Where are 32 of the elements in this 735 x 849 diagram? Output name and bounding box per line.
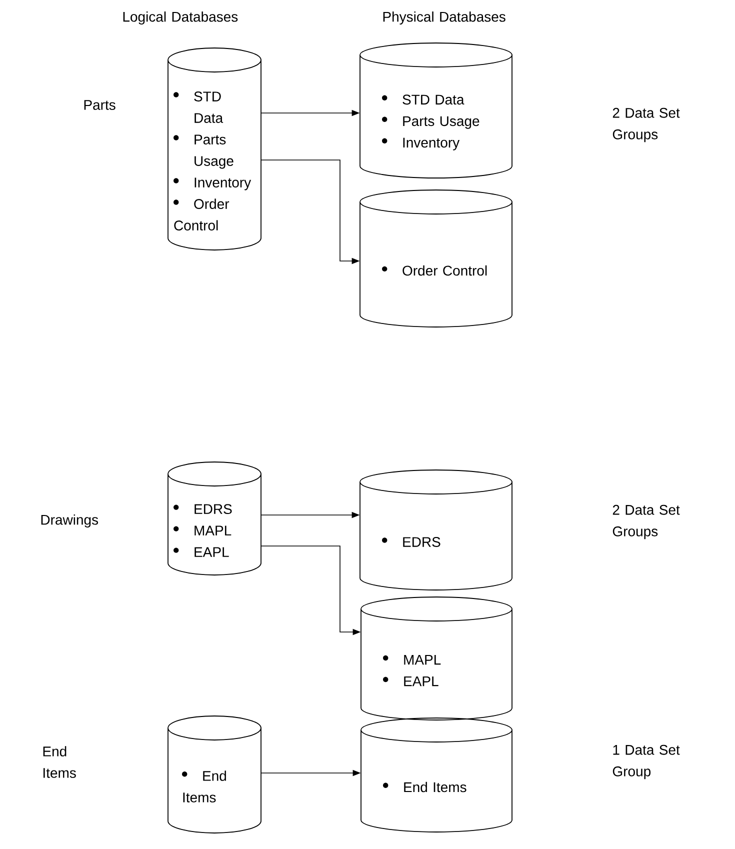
node-label: End Items [183,770,226,802]
node-label: EDRS [194,504,232,514]
database-cylinder: End Items [360,718,512,832]
node-label: STD Data [194,92,224,123]
database-cylinder: MAPL EAPL [360,596,512,720]
node-label: STD Data [402,94,464,105]
label: 2 Data Set Groups [612,504,680,540]
label: Drawings [41,514,98,528]
label: Parts [84,100,116,110]
node-label: Inventory [194,178,252,190]
node-label: EDRS [403,537,440,547]
database-cylinder: EDRS MAPL EAPL [168,462,262,576]
label: End Items [43,746,76,778]
node-label: Order Control [174,198,230,230]
node-label: EAPL [194,547,229,557]
node-label: Parts Usage [403,116,480,129]
database-cylinder: Order Control [360,190,512,328]
node-label: Parts Usage [194,134,234,169]
database-cylinder: EDRS [360,470,512,590]
node-label: End Items [404,782,466,792]
label: 1 Data Set Group [612,744,680,780]
node-label: EAPL [404,676,438,686]
database-cylinder: End Items [168,716,262,834]
node-label: MAPL [194,526,232,536]
node-label: MAPL [404,654,441,665]
label: Physical Databases [383,11,506,25]
label: Logical Databases [123,11,238,25]
node-label: Order Control [402,265,487,276]
database-cylinder: STD Data Parts Usage Inventory [360,42,512,178]
node-label: Inventory [403,138,460,150]
database-cylinder: STD Data Parts Usage Inventory Order Control [168,48,262,250]
label: 2 Data Set Groups [612,108,680,142]
